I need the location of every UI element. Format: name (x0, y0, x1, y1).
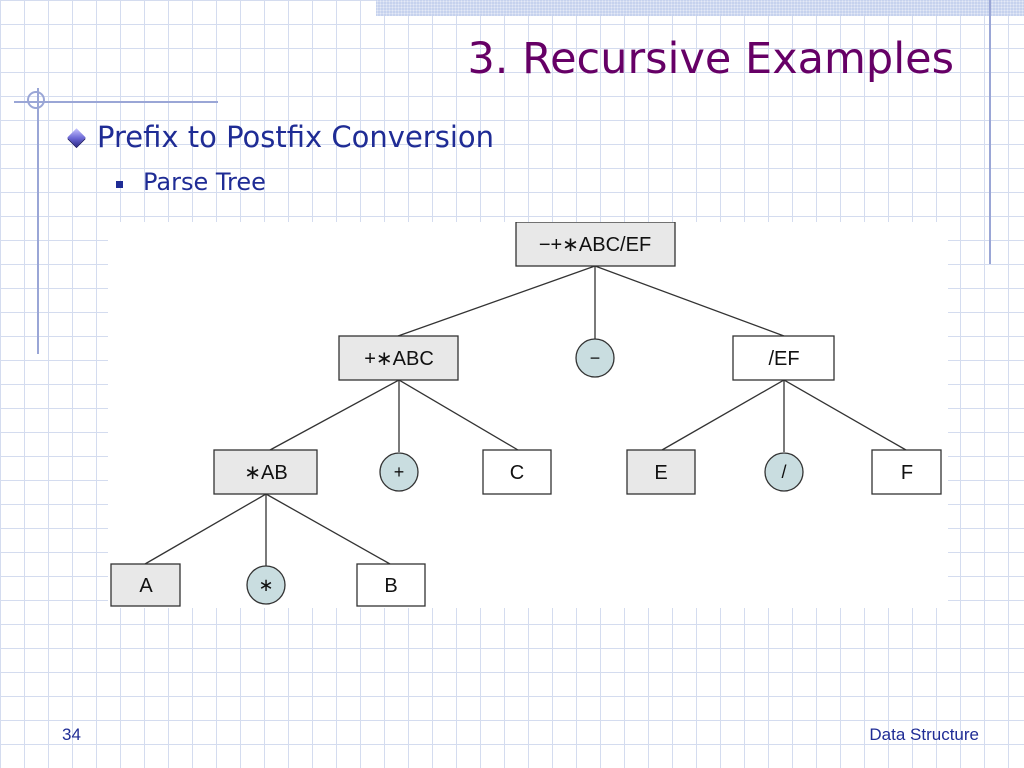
square-bullet-icon (116, 180, 123, 188)
tree-node-left: +∗ABC (338, 335, 459, 381)
top-decorative-band (376, 0, 1024, 16)
edge (397, 265, 596, 337)
edge (265, 493, 391, 565)
node-label: ∗AB (244, 462, 287, 484)
bullet-level-2-text: Parse Tree (143, 168, 266, 196)
operator-label: + (394, 462, 405, 482)
diamond-bullet-icon (67, 127, 86, 147)
decorative-vertical-line-left (37, 88, 39, 354)
slide-title: 3. Recursive Examples (467, 34, 954, 84)
operator-label: ∗ (258, 575, 273, 595)
operator-label: − (590, 348, 601, 368)
decorative-vertical-line-right (989, 0, 991, 264)
node-label: F (901, 462, 913, 484)
node-label: +∗ABC (364, 348, 434, 370)
bullet-level-1-text: Prefix to Postfix Conversion (97, 120, 494, 154)
bullet-level-1: Prefix to Postfix Conversion (62, 120, 494, 154)
parse-tree-svg: −+∗ABC/EF +∗ABC − /EF ∗AB + C E (110, 221, 942, 607)
node-label: /EF (768, 348, 799, 370)
tree-node-f: F (871, 449, 942, 495)
tree-node-b: B (356, 563, 426, 607)
edge (144, 493, 267, 565)
tree-node-operator-minus: − (575, 338, 615, 378)
tree-node-e: E (626, 449, 696, 495)
tree-node-root: −+∗ABC/EF (515, 221, 676, 267)
bullet-level-2: Parse Tree (116, 168, 266, 196)
decorative-horizontal-line (14, 101, 218, 103)
tree-node-right: /EF (732, 335, 835, 381)
tree-node-ab: ∗AB (213, 449, 318, 495)
node-label: −+∗ABC/EF (539, 234, 651, 256)
node-label: C (510, 462, 524, 484)
operator-label: / (781, 462, 786, 482)
tree-node-a: A (110, 563, 181, 607)
tree-edges (144, 265, 907, 566)
node-label: E (654, 462, 667, 484)
node-label: B (384, 575, 397, 597)
footer-text: Data Structure (869, 725, 979, 744)
tree-node-operator-divide: / (764, 452, 804, 492)
tree-node-operator-multiply: ∗ (246, 565, 286, 605)
parse-tree-figure: −+∗ABC/EF +∗ABC − /EF ∗AB + C E (108, 221, 948, 608)
edge (783, 379, 907, 451)
edge (661, 379, 785, 451)
tree-node-c: C (482, 449, 552, 495)
tree-node-operator-plus: + (379, 452, 419, 492)
page-number: 34 (62, 725, 81, 744)
edge (398, 379, 519, 451)
node-label: A (139, 575, 153, 597)
crosshair-ring-icon (27, 91, 45, 109)
edge (269, 379, 400, 451)
edge (594, 265, 785, 337)
